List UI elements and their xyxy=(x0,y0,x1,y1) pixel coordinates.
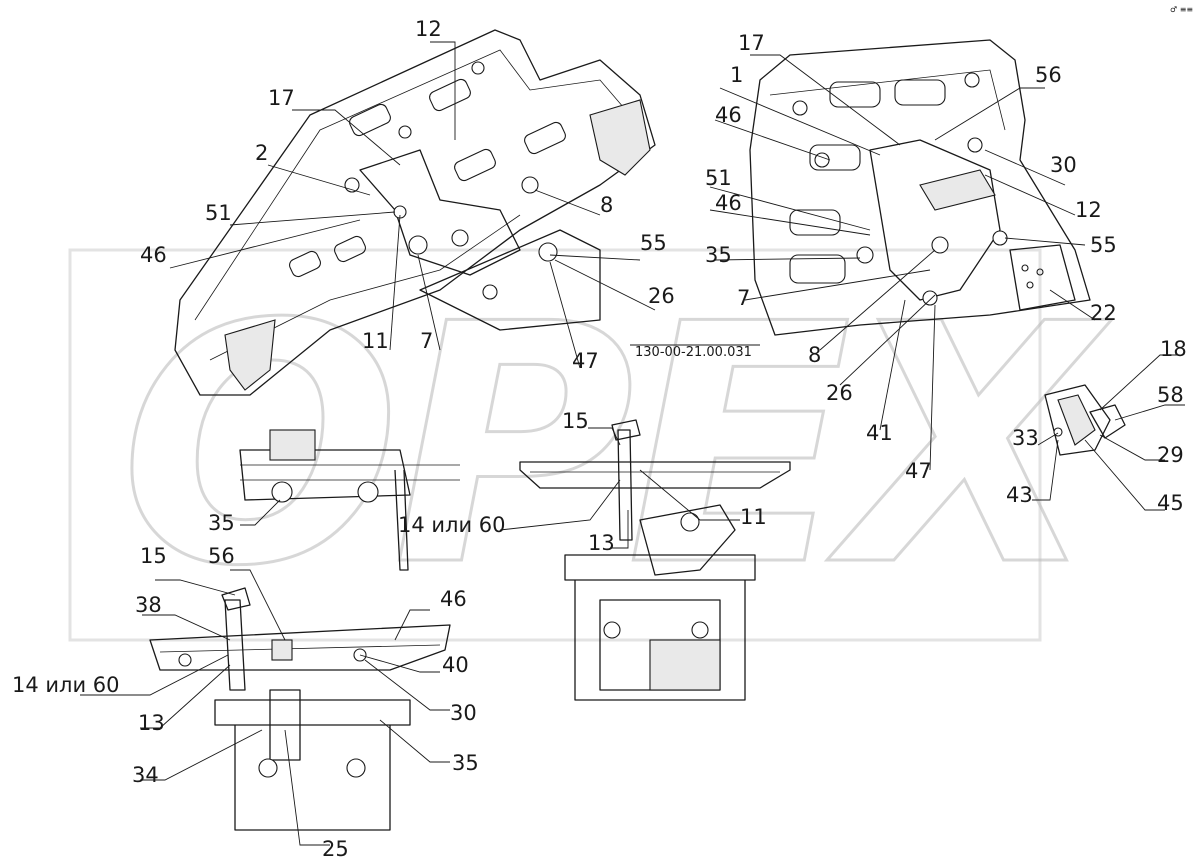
callout-35: 35 xyxy=(705,243,732,267)
callout-1: 1 xyxy=(730,63,743,87)
callout-18: 18 xyxy=(1160,337,1187,361)
callout-14-or-60b: 14 или 60 xyxy=(12,673,120,697)
callout-7b: 7 xyxy=(737,286,750,310)
callout-12b: 12 xyxy=(1075,198,1102,222)
callout-7: 7 xyxy=(420,329,433,353)
callout-13b: 13 xyxy=(138,711,165,735)
callout-13: 13 xyxy=(588,531,615,555)
callout-15b: 15 xyxy=(140,544,167,568)
view-6-side-view xyxy=(149,587,451,831)
view-4-section xyxy=(239,429,460,571)
callout-30: 30 xyxy=(1050,153,1077,177)
callout-55b: 55 xyxy=(1090,233,1117,257)
sheet-label: 130-00-21.00.031 xyxy=(635,345,752,360)
callout-51b: 51 xyxy=(705,166,732,190)
callout-55: 55 xyxy=(640,231,667,255)
callout-30b: 30 xyxy=(450,701,477,725)
callout-29: 29 xyxy=(1157,443,1184,467)
callout-11b: 11 xyxy=(740,505,767,529)
callout-56: 56 xyxy=(1035,63,1062,87)
callout-47b: 47 xyxy=(905,459,932,483)
callout-46: 46 xyxy=(140,243,167,267)
callout-33: 33 xyxy=(1012,426,1039,450)
callout-22: 22 xyxy=(1090,301,1117,325)
callout-12: 12 xyxy=(415,17,442,41)
callout-8: 8 xyxy=(600,193,613,217)
view-2-seat-pan xyxy=(749,39,1091,336)
callout-46d: 46 xyxy=(440,587,467,611)
corner-mark: ♂ ≡≡ xyxy=(1170,5,1193,14)
callout-46b: 46 xyxy=(715,103,742,127)
callout-15: 15 xyxy=(562,409,589,433)
callout-11: 11 xyxy=(362,329,389,353)
callout-51: 51 xyxy=(205,201,232,225)
callout-56b: 56 xyxy=(208,544,235,568)
view-5-front-view xyxy=(519,419,791,701)
callout-45: 45 xyxy=(1157,491,1184,515)
callout-26: 26 xyxy=(648,284,675,308)
view-1-seat-bracket xyxy=(174,29,656,396)
callout-17: 17 xyxy=(268,86,295,110)
callout-38: 38 xyxy=(135,593,162,617)
callouts: 12 17 2 51 46 11 7 8 55 26 47 130-00-21.… xyxy=(12,5,1193,861)
callout-58: 58 xyxy=(1157,383,1184,407)
callout-40: 40 xyxy=(442,653,469,677)
callout-46c: 46 xyxy=(715,191,742,215)
callout-8b: 8 xyxy=(808,343,821,367)
callout-17b: 17 xyxy=(738,31,765,55)
callout-14-or-60: 14 или 60 xyxy=(398,513,506,537)
leader-lines xyxy=(80,41,1185,846)
callout-35b: 35 xyxy=(208,511,235,535)
callout-2: 2 xyxy=(255,141,268,165)
callout-41: 41 xyxy=(866,421,893,445)
callout-25: 25 xyxy=(322,837,349,861)
callout-34: 34 xyxy=(132,763,159,787)
callout-35c: 35 xyxy=(452,751,479,775)
callout-47: 47 xyxy=(572,349,599,373)
callout-26b: 26 xyxy=(826,381,853,405)
callout-43: 43 xyxy=(1006,483,1033,507)
watermark: OPEX xyxy=(68,248,1121,642)
